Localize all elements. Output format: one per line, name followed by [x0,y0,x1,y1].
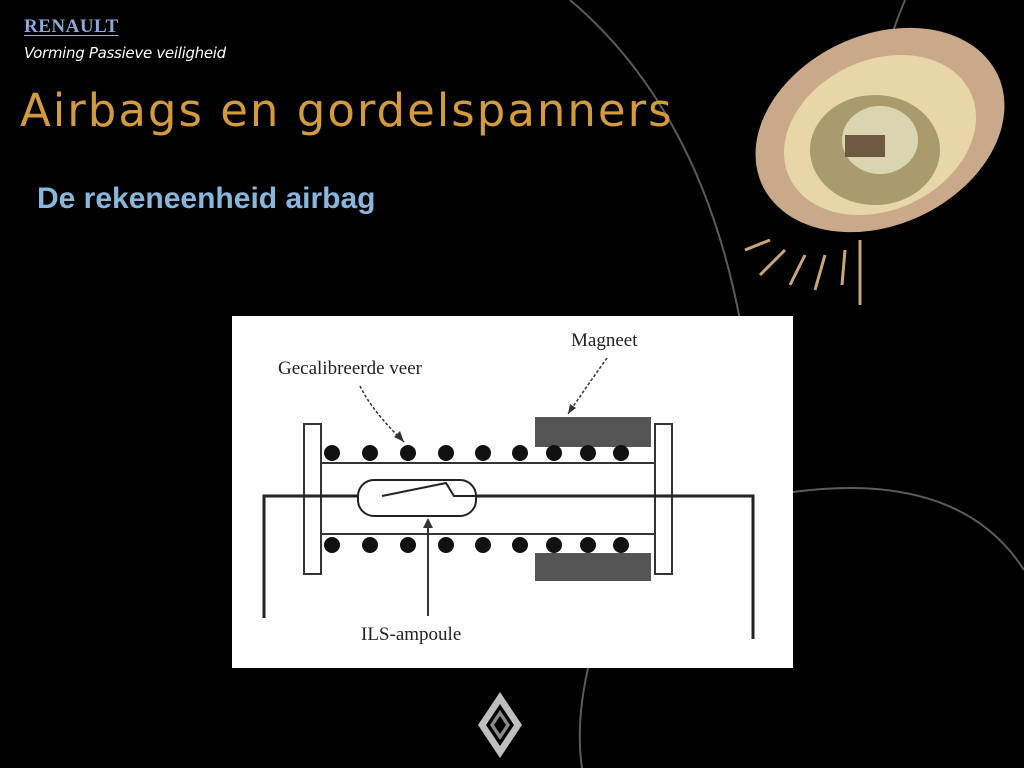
slide-subtitle: De rekeneenheid airbag [37,182,376,215]
magnet-top [535,417,651,447]
slide-title: Airbags en gordelspanners [20,84,674,137]
ils-ampoule-capsule [357,479,477,517]
reed-contact [381,481,476,497]
spring-arrow [359,385,405,443]
magnet-label: Magneet [571,330,638,351]
left-end-plate [303,423,322,575]
right-end-plate [654,423,673,575]
magnet-arrow [567,357,608,415]
ils-label: ILS-ampoule [361,624,461,645]
course-name: Vorming Passieve veiligheid [24,44,226,62]
airbag-photo-icon [744,27,1005,305]
renault-logo-icon [478,692,522,758]
spring-coils-bottom [324,537,629,553]
spring-coils-top [324,445,629,461]
spring-label: Gecalibreerde veer [278,358,423,379]
magnet-bottom [535,553,651,581]
sensor-diagram: Gecalibreerde veer Magneet ILS-ampoule [232,316,793,668]
circuit-wire [262,494,755,639]
sensor-diagram-drawing: Gecalibreerde veer Magneet ILS-ampoule [262,330,755,645]
brand-name: RENAULT [24,16,119,37]
